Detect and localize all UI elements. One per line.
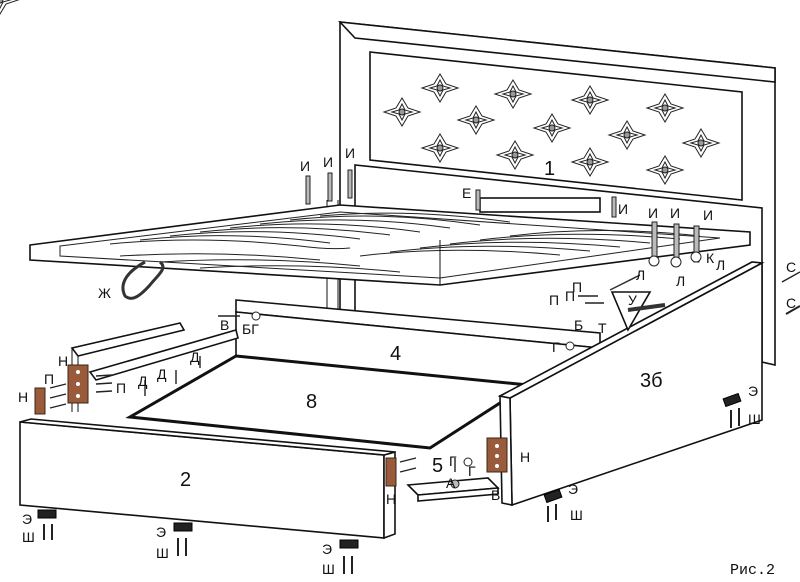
label-g: Г [468,463,476,479]
slat-frame [29,197,751,300]
label-p: П [572,279,582,295]
label-n: Н [520,449,530,465]
label-k: К [706,250,715,266]
label-s: С [786,295,796,311]
label-l: Л [636,267,645,283]
part-label-support: 5 [432,455,443,477]
label-v: В [491,487,500,503]
label-d: Д [138,373,148,389]
label-p: П [116,380,126,396]
part-label-base-board: 8 [306,391,317,413]
label-a: А [446,475,456,491]
label-sh: Ш [22,529,35,545]
label-d: Д [157,366,167,382]
label-v: В [220,317,229,333]
label-n: Н [58,353,68,369]
headboard: 1 [0,0,776,367]
label-p: П [565,288,575,304]
label-g: Г [449,453,457,469]
label-p: П [44,371,54,387]
label-e2: Э [156,524,166,540]
label-i: И [703,207,713,223]
label-u: У [628,292,637,308]
part-label-footboard: 2 [180,469,191,491]
label-sh: Ш [748,411,761,427]
label-i: И [323,154,333,170]
label-i: И [345,145,355,161]
label-sh: Ш [570,507,583,523]
label-b: Б [574,317,583,333]
label-sh: Ш [156,545,169,561]
label-g: Г [552,339,560,355]
gas-lift-mechanism [609,274,666,332]
label-t: Т [598,320,607,336]
label-i: И [670,205,680,221]
label-d: Д [190,349,200,365]
label-p: П [549,292,559,308]
right-edge-fragment [781,271,800,315]
headboard-tufting-pattern [0,0,720,185]
label-l: Л [676,273,685,289]
label-e2: Э [22,511,32,527]
label-l: Л [716,257,725,273]
label-bg: БГ [242,321,259,337]
bolts-top [305,169,702,268]
label-s: С [786,259,796,275]
figure-caption: Рис.2 [730,562,775,579]
label-n: Н [386,491,396,507]
label-e2: Э [568,481,578,497]
foot-screws [43,408,740,574]
label-i: И [300,158,310,174]
part-label-back-panel: 4 [390,343,401,365]
footboard: 2 [19,418,396,540]
feet [37,392,742,549]
corner-brackets [34,364,508,487]
support-bracket: 5 [406,455,500,502]
base-board: 8 [125,354,533,450]
part-label-side-right: 3б [640,370,663,392]
screws-p [49,295,604,473]
label-n: Н [18,389,28,405]
label-i: И [648,205,658,221]
label-e2: Э [322,541,332,557]
hardware-labels: И И И Е И И И И К Л Л Л Ж В БГ Д Д Д Н П… [18,145,796,577]
label-sh: Ш [322,561,335,577]
cam-locks [251,311,575,467]
part-label-headboard: 1 [544,158,555,180]
label-i: И [618,201,628,217]
label-e: Е [462,185,471,201]
label-e2: Э [748,383,758,399]
label-zh: Ж [98,285,111,301]
